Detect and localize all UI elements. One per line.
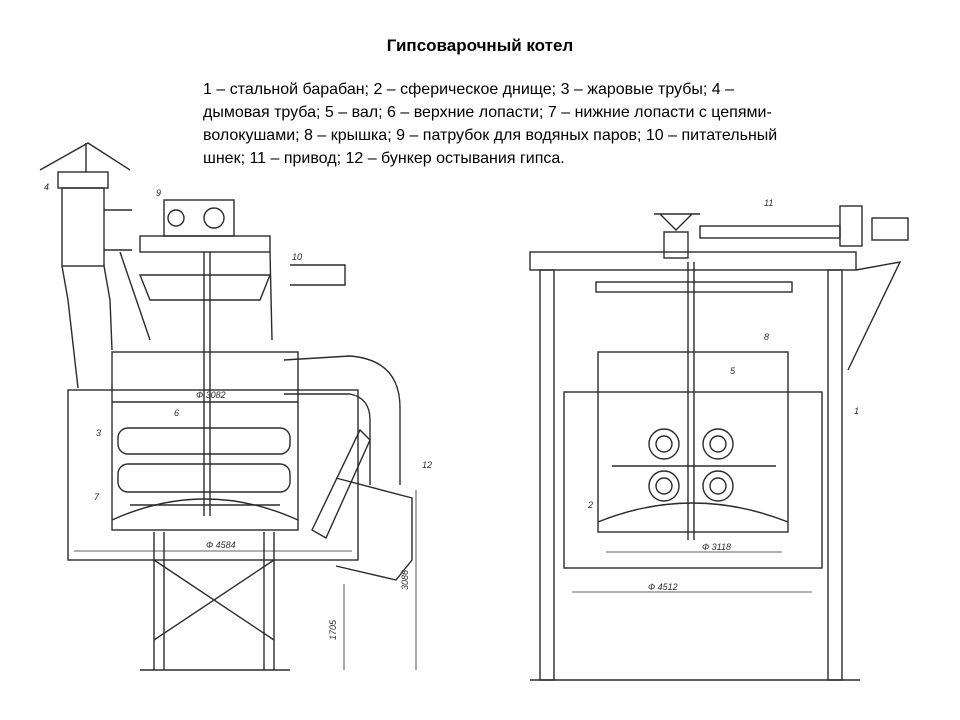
furnace-casing — [67, 389, 359, 561]
steel-drum — [111, 351, 299, 531]
dim-height-base-label: 1705 — [328, 619, 338, 640]
legend-caption: 1 – стальной барабан; 2 – сферическое дн… — [203, 78, 903, 170]
label-12: 12 — [422, 460, 432, 470]
legend-line: 1 – стальной барабан; 2 – сферическое дн… — [203, 81, 735, 98]
chimney-flue — [61, 265, 113, 389]
steel-drum — [597, 351, 789, 533]
cooling-hopper — [335, 477, 413, 581]
legend-line: шнек; 11 – привод; 12 – бункер остывания… — [203, 150, 565, 167]
dim-height-total-label: 3086 — [400, 570, 410, 590]
label-1: 1 — [854, 406, 859, 416]
side-view-labels: 4 9 10 3 6 7 12 Ф 3082 Ф 4584 3086 1705 — [44, 182, 432, 640]
chimney-cap — [39, 142, 131, 171]
fire-tube-end — [648, 470, 680, 502]
discharge-chute — [311, 428, 371, 539]
label-7: 7 — [94, 492, 100, 502]
fire-tube — [117, 427, 291, 455]
label-10: 10 — [292, 252, 302, 262]
furnace-casing — [563, 391, 823, 569]
label-11: 11 — [764, 198, 773, 208]
page-title: Гипсоварочный котел — [386, 36, 574, 55]
screw-conveyor — [290, 264, 346, 286]
label-5: 5 — [730, 366, 736, 376]
column-left — [539, 269, 555, 681]
motor — [871, 217, 909, 241]
label-4: 4 — [44, 182, 49, 192]
top-beam — [529, 251, 857, 271]
legend-line: дымовая труба; 5 – вал; 6 – верхние лопа… — [203, 104, 772, 121]
fire-tube-end — [648, 428, 680, 460]
label-9: 9 — [156, 188, 161, 198]
fire-tube — [117, 463, 291, 493]
spherical-bottom — [111, 498, 299, 521]
drive-platform — [139, 235, 271, 253]
label-6: 6 — [174, 408, 179, 418]
legend-line: волокушами; 8 – крышка; 9 – патрубок для… — [203, 127, 778, 144]
drive-shaft — [699, 225, 841, 239]
feed-hopper — [138, 274, 272, 301]
chimney-collar — [57, 171, 109, 189]
chimney-pipe — [61, 187, 105, 267]
dim-drum-diam: Ф 3118 — [702, 542, 731, 552]
gearbox — [163, 199, 235, 237]
motor-housing — [839, 205, 863, 247]
side-view — [39, 142, 417, 671]
label-8: 8 — [764, 332, 769, 342]
steam-pipe — [283, 355, 401, 485]
fire-tube-end — [702, 428, 734, 460]
label-2: 2 — [587, 500, 593, 510]
front-view-labels: 11 8 5 1 2 Ф 3118 Ф 4512 — [587, 198, 859, 592]
column-right — [827, 269, 843, 681]
fire-tube-end — [702, 470, 734, 502]
spherical-bottom — [597, 502, 789, 523]
dim-base-diam: Ф 4512 — [648, 582, 678, 592]
label-3: 3 — [96, 428, 101, 438]
dim-base-diam: Ф 4584 — [206, 540, 236, 550]
dim-drum-diam: Ф 3082 — [196, 390, 226, 400]
front-view — [529, 205, 909, 681]
bracket — [847, 261, 902, 371]
